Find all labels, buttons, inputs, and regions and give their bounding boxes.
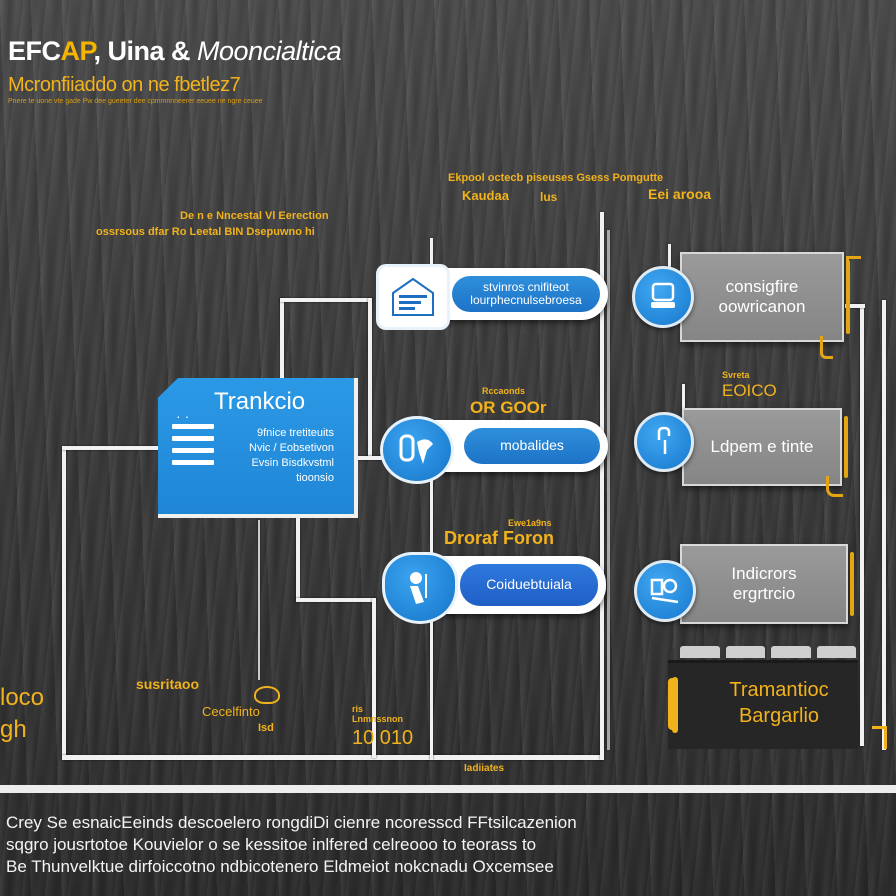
pill-node-1[interactable]: stvinros cnifiteot lourphecnulsebroesa	[376, 264, 608, 330]
pill-1-label: stvinros cnifiteot lourphecnulsebroesa	[452, 276, 600, 312]
pill-3-note: Droraf Foron	[444, 528, 554, 548]
page-subtitle: Mcronfiiaddo on ne fbetlez7	[8, 74, 241, 96]
bracket-decoration	[820, 336, 833, 359]
connector-line	[296, 514, 300, 600]
connector-line	[62, 448, 66, 758]
gray-card-3-label: Indicrors ergrtrcio	[731, 563, 797, 603]
footer-text: Crey Se esnaicEeinds descoelero rongdiDi…	[6, 812, 577, 878]
pin-icon	[254, 686, 280, 704]
left-edge-text: loco gh	[0, 682, 44, 746]
connector-line	[668, 244, 671, 274]
transaction-line-1: Tramantioc	[729, 679, 829, 701]
gray-card-2[interactable]: Ldpem e tinte	[682, 408, 848, 486]
connector-line	[607, 230, 610, 750]
bottom-right-small-2: Lnmnssnon	[352, 714, 403, 724]
bottom-right-value: 10 010	[352, 727, 414, 749]
left-edge-line-2: gh	[0, 716, 27, 743]
pill-2-note-small: Rccaonds	[482, 386, 526, 396]
top-center-annotation: Ekpool octecb piseuses Gsess Pomgutte	[448, 172, 664, 184]
connector-line	[368, 298, 372, 458]
connector-line	[430, 238, 433, 268]
bottom-left-annotation: susritaoo	[136, 676, 200, 692]
connector-line	[296, 598, 376, 602]
pill-3-note-small: Ewe1a9ns	[508, 518, 552, 528]
left-annotation-line2: ossrsous dfar Ro Leetal BIN Dsepuwno hi	[96, 226, 315, 238]
pill-node-2[interactable]: mobalides	[380, 416, 608, 484]
footer-line: Crey Se esnaicEeinds descoelero rongdiDi…	[6, 813, 577, 832]
tab-segment[interactable]	[680, 646, 720, 658]
bracket-decoration	[668, 678, 676, 730]
tab-strip	[680, 646, 856, 658]
transaction-block-label: Tramantioc Bargarlio	[714, 677, 844, 729]
bracket-decoration	[846, 260, 850, 334]
main-card-line: Evsin Bisdkvstml	[251, 457, 334, 469]
pill-node-3[interactable]: Coiduebtuiala	[382, 552, 606, 624]
connector-line	[62, 755, 602, 760]
pill-3-label: Coiduebtuiala	[460, 564, 598, 606]
footer-divider	[0, 785, 896, 793]
left-annotation-line1: De n e Nncestal Vl Eerection	[180, 210, 329, 222]
connector-line	[600, 212, 604, 760]
connector-line	[372, 598, 376, 758]
hook-icon	[634, 412, 694, 472]
transaction-line-2: Bargarlio	[738, 705, 820, 727]
tab-segment[interactable]	[725, 646, 765, 658]
bracket-decoration	[844, 416, 848, 478]
connector-line	[62, 446, 162, 450]
title-part-1: EFC	[8, 36, 61, 66]
main-card-body: 9fnice tretiteuits Nvic / Eobsetivon Evs…	[216, 426, 334, 486]
gray-card-2-note: EOICO	[722, 381, 777, 400]
bracket-decoration	[850, 552, 854, 616]
gray-card-1[interactable]: consigfire oowricanon	[680, 252, 850, 342]
connector-line	[882, 300, 886, 750]
main-card-line: 9fnice tretiteuits	[256, 427, 334, 439]
connector-line	[280, 298, 372, 302]
pill-2-note: OR GOOr	[470, 398, 547, 417]
gray-card-3[interactable]: Indicrors ergrtrcio	[680, 544, 854, 624]
connector-line	[258, 520, 260, 680]
connector-line	[682, 384, 685, 412]
transaction-block[interactable]: Tramantioc Bargarlio	[668, 660, 858, 749]
computer-icon	[632, 266, 694, 328]
tab-segment[interactable]	[771, 646, 811, 658]
footer-line: Be Thunvelktue dirfoiccotno ndbicotenero…	[6, 857, 554, 876]
footer-line: sqgro jousrtotoe Kouvielor o se kessitoe…	[6, 835, 537, 854]
bottom-right-small-1: ris	[352, 704, 364, 714]
qr-camera-icon	[634, 560, 696, 622]
document-list-icon: ··	[176, 408, 194, 424]
title-part-3: Mooncialtica	[197, 36, 342, 66]
connector-line	[860, 306, 864, 746]
bracket-decoration	[846, 256, 861, 289]
top-annotation-mid: lus	[540, 190, 558, 204]
bottom-center-annotation: Iadiiates	[464, 763, 505, 774]
connector-line	[280, 298, 284, 382]
bottom-mid-annotation: Cecelfinto	[202, 704, 260, 719]
bracket-decoration	[826, 476, 843, 497]
page-title: EFCAP, Uina & Mooncialtica	[8, 36, 342, 67]
gray-card-2-note-small: Svreta	[722, 370, 750, 380]
house-icon	[376, 264, 450, 330]
connector-line	[354, 456, 390, 460]
fine-print: Pnere te uone vte gade Pw dee gueeter de…	[8, 98, 263, 105]
main-card-line: Nvic / Eobsetivon	[249, 442, 334, 454]
shield-tool-icon	[380, 416, 454, 484]
title-part-2: , Uina &	[93, 36, 198, 66]
person-icon	[382, 552, 458, 624]
top-annotation-left: Kaudaa	[462, 188, 509, 203]
bottom-mid-annotation-2: Isd	[258, 722, 274, 734]
bracket-decoration	[872, 726, 887, 749]
list-lines-icon	[172, 424, 214, 472]
main-card[interactable]: ·· Trankcio 9fnice tretiteuits Nvic / Eo…	[158, 378, 358, 518]
connector-line	[845, 304, 865, 308]
main-card-title: Trankcio	[214, 388, 306, 415]
gray-card-2-label: Ldpem e tinte	[710, 436, 814, 456]
gray-card-1-label: consigfire oowricanon	[718, 276, 806, 316]
title-accent: AP	[60, 36, 95, 66]
top-annotation-right: Eei arooa	[648, 186, 712, 202]
left-edge-line-1: loco	[0, 684, 45, 711]
pill-2-label: mobalides	[464, 428, 600, 464]
tab-segment[interactable]	[816, 646, 856, 658]
main-card-line: tioonsio	[296, 472, 334, 484]
